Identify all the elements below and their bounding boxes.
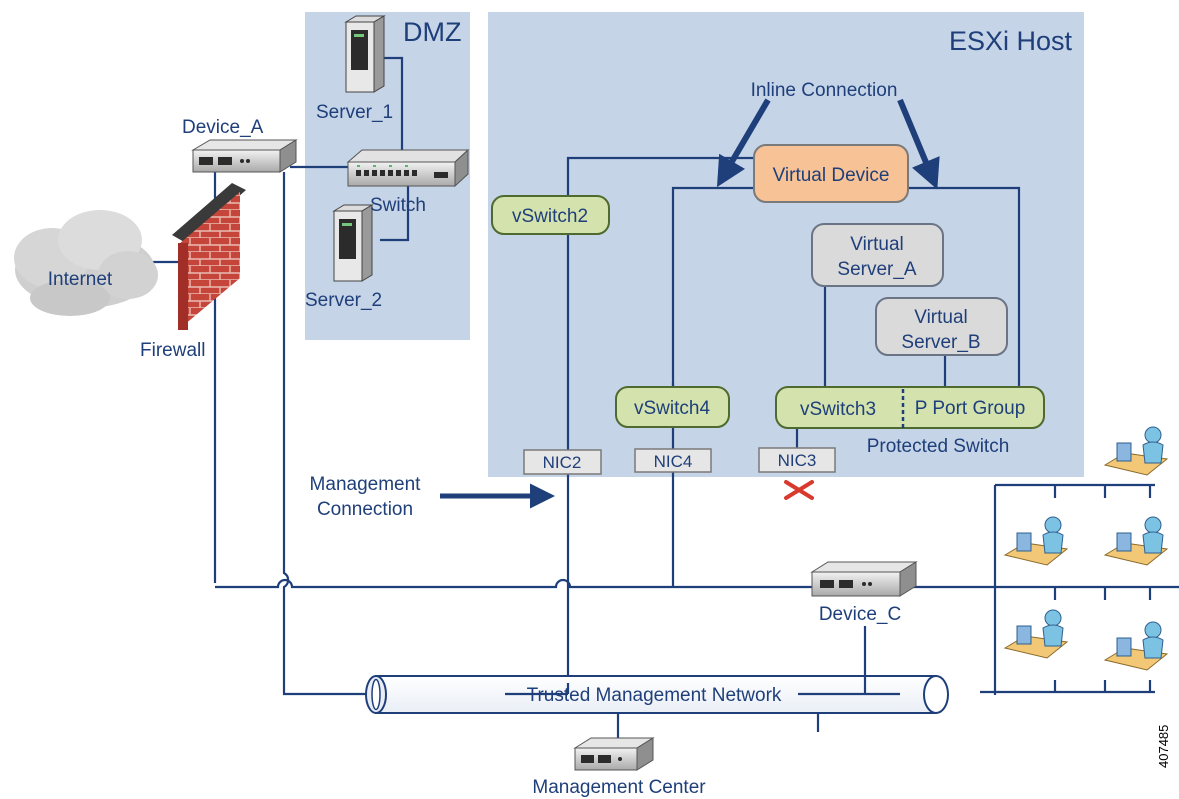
- virtual-server-a-label-line2: Server_A: [837, 259, 917, 280]
- workstation-icon: [1003, 516, 1069, 566]
- vswitch3-label: vSwitch3: [800, 399, 876, 420]
- workstation-icon: [1103, 621, 1169, 671]
- management-connection-label-line2: Connection: [317, 499, 413, 520]
- device-a-icon: Device_A: [182, 117, 298, 173]
- virtual-server-b-box: Virtual Server_B: [875, 297, 1008, 356]
- management-connection-label-line1: Management: [310, 474, 422, 495]
- workstation-icon: [1103, 516, 1169, 566]
- trusted-management-network-label: Trusted Management Network: [527, 685, 782, 706]
- virtual-server-b-label-line2: Server_B: [901, 332, 980, 353]
- nic2-label: NIC2: [543, 453, 582, 472]
- nic2-box: NIC2: [523, 449, 602, 475]
- server-1-label: Server_1: [316, 102, 393, 123]
- vswitch4-box: vSwitch4: [615, 386, 730, 428]
- server-2-label: Server_2: [305, 290, 382, 311]
- internet-cloud-icon: Internet: [14, 210, 158, 316]
- virtual-server-a-label-line1: Virtual: [850, 234, 904, 255]
- workstation-icons: [1003, 426, 1169, 671]
- trusted-management-network: Trusted Management Network: [365, 675, 949, 714]
- virtual-device-box: Virtual Device: [753, 144, 909, 203]
- vswitch4-label: vSwitch4: [634, 398, 710, 419]
- esxi-host-label: ESXi Host: [949, 26, 1073, 56]
- vswitch2-label: vSwitch2: [512, 206, 588, 227]
- management-center-label: Management Center: [532, 777, 706, 798]
- workstation-icon: [1003, 609, 1069, 659]
- virtual-server-b-label-line1: Virtual: [914, 307, 968, 328]
- connection-lines: [152, 56, 1179, 738]
- firewall-icon: Firewall: [140, 183, 246, 361]
- server-2-icon: Server_2: [305, 204, 382, 311]
- p-port-group-label: P Port Group: [915, 398, 1026, 419]
- disconnected-x-icon: [784, 480, 814, 500]
- nic3-label: NIC3: [778, 451, 817, 470]
- nic4-label: NIC4: [654, 452, 693, 471]
- protected-switch-label: Protected Switch: [867, 436, 1010, 457]
- device-c-label: Device_C: [819, 604, 901, 625]
- dmz-label: DMZ: [403, 17, 461, 47]
- inline-connection-label: Inline Connection: [751, 80, 898, 101]
- nic3-box: NIC3: [758, 447, 836, 473]
- internet-label: Internet: [48, 269, 113, 290]
- figure-id: 407485: [1156, 725, 1171, 768]
- dmz-switch-label: Switch: [370, 195, 426, 216]
- vswitch2-box: vSwitch2: [491, 195, 610, 235]
- protected-switch-box: vSwitch3 P Port Group: [775, 386, 1045, 429]
- workstation-icon: [1103, 426, 1169, 476]
- dmz-switch-icon: Switch: [346, 148, 470, 216]
- device-a-label: Device_A: [182, 117, 264, 138]
- nic4-box: NIC4: [634, 448, 712, 473]
- device-c-icon: Device_C: [810, 561, 918, 625]
- virtual-server-a-box: Virtual Server_A: [811, 223, 944, 287]
- firewall-label: Firewall: [140, 340, 205, 361]
- inline-connection-arrows: [716, 98, 940, 190]
- virtual-device-label: Virtual Device: [773, 165, 890, 186]
- management-center-icon: Management Center: [532, 737, 706, 798]
- server-1-icon: Server_1: [316, 15, 393, 123]
